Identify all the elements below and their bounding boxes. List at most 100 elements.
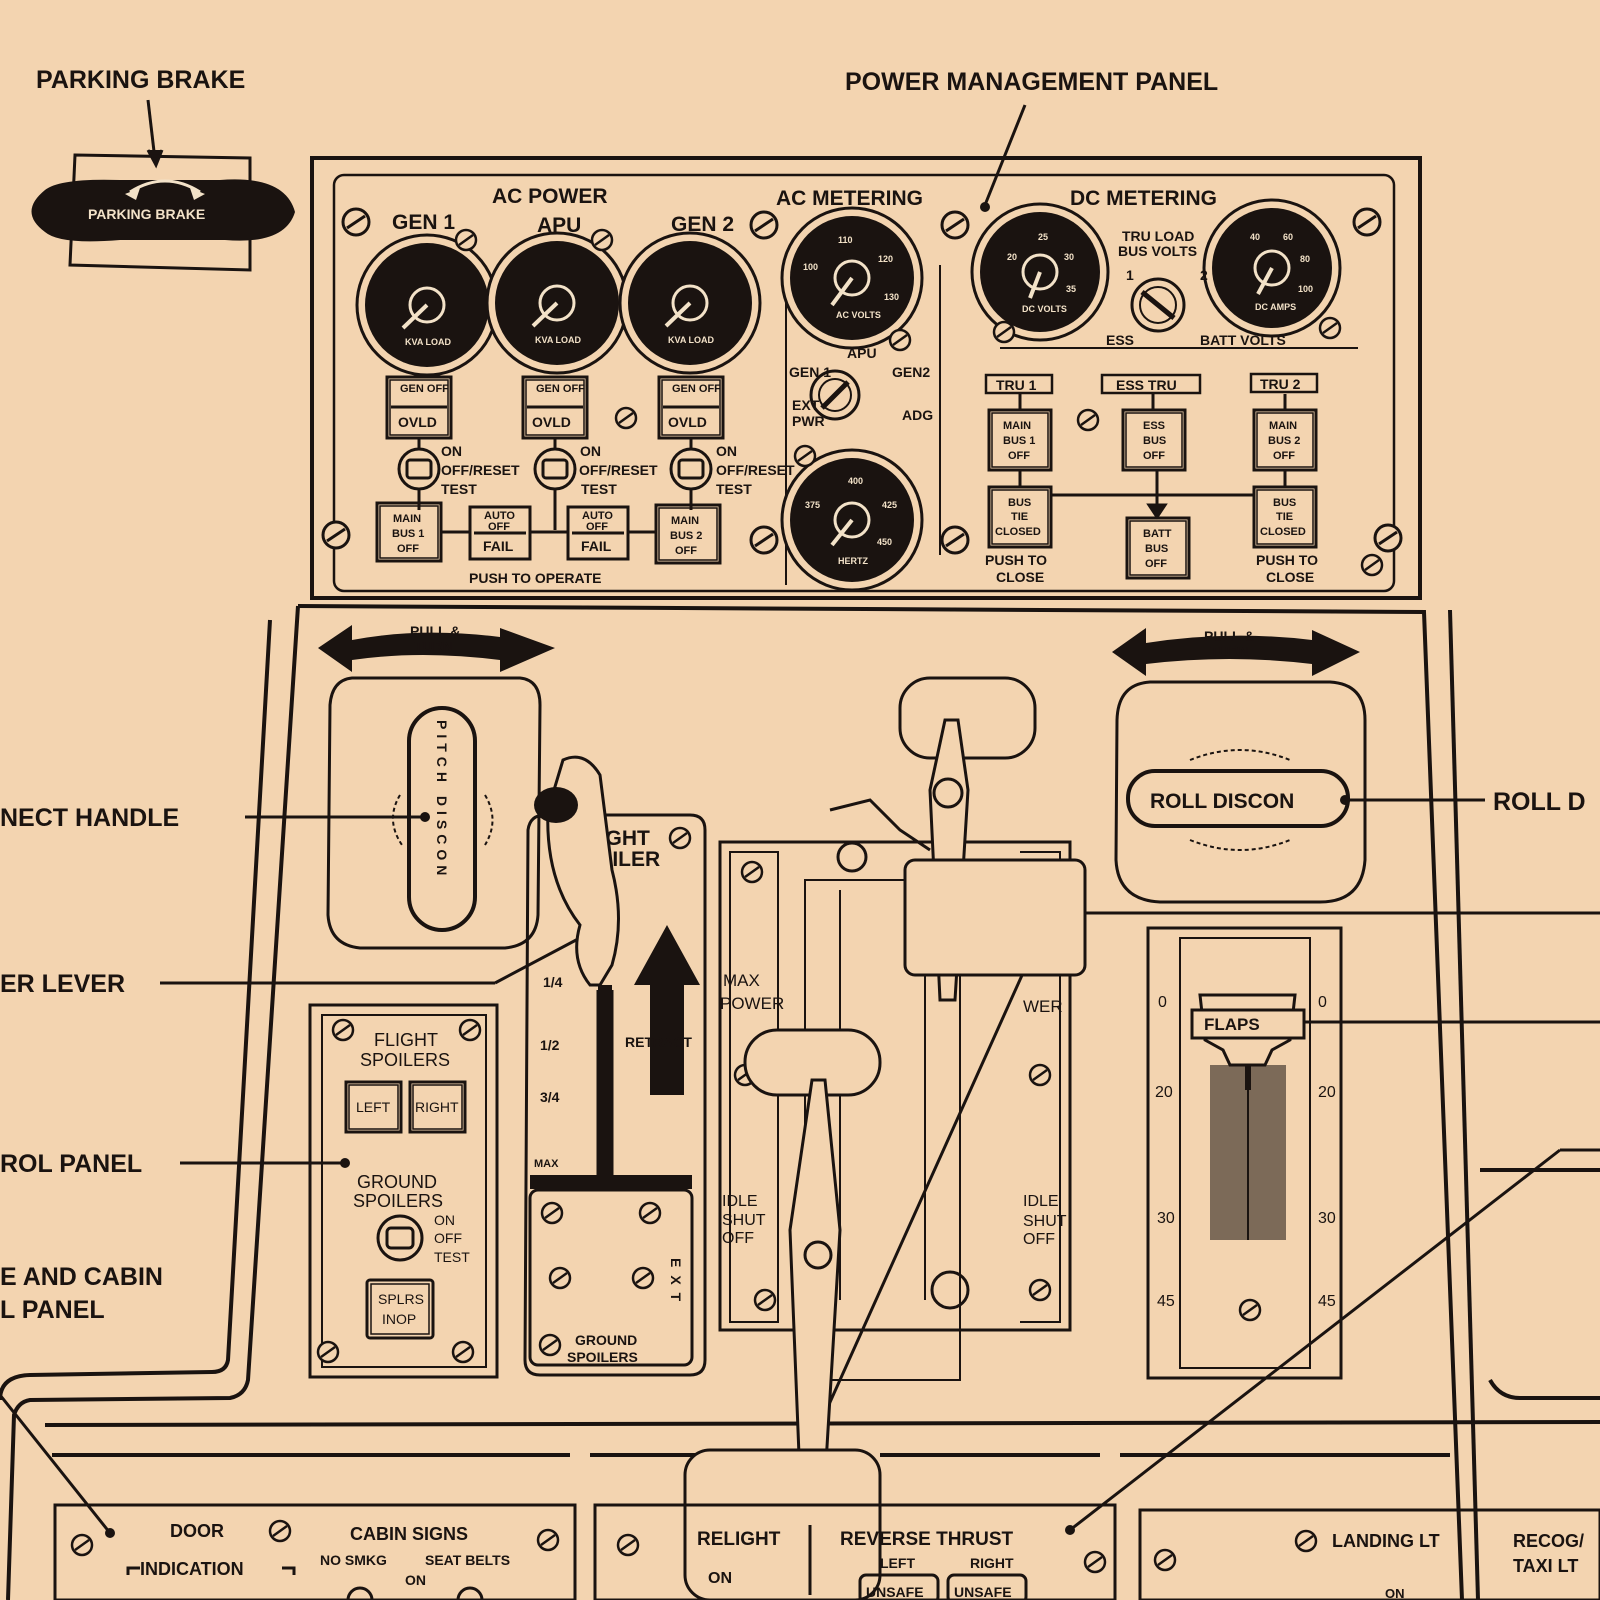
gen2-gauge-unit: KVA LOAD (668, 335, 714, 345)
ac-metering-selector[interactable] (809, 369, 861, 421)
ac-volts-tick-110: 110 (838, 235, 853, 245)
pull-turn-right-1: PULL & (1204, 628, 1254, 644)
apu-switch-off-reset: OFF/RESET (579, 462, 658, 478)
flap-scale-l-0: 0 (1158, 994, 1167, 1011)
main-bus2-off-dc-button[interactable] (1252, 408, 1318, 472)
main-bus2-off-button[interactable] (654, 503, 722, 565)
ac-selector-adg: ADG (902, 407, 933, 423)
ground-spoilers-switch[interactable] (376, 1214, 424, 1262)
shut-left: SHUT (722, 1212, 766, 1229)
flap-scale-l-45: 45 (1157, 1293, 1175, 1310)
ess-bus-off-button[interactable] (1121, 408, 1187, 472)
batt-bus-mid: BUS (1145, 543, 1168, 555)
main-bus1-off-button[interactable] (375, 501, 443, 563)
spoiler-pos-max: MAX (534, 1158, 559, 1170)
gen2-name: GEN 2 (671, 213, 734, 236)
hertz-tick-375: 375 (805, 500, 820, 510)
gen2-switch[interactable] (669, 438, 713, 510)
gen1-switch-test: TEST (441, 481, 477, 497)
main-bus2-off-top: MAIN (671, 515, 699, 527)
panel-screw (1028, 1278, 1052, 1302)
hertz-tick-400: 400 (848, 476, 863, 486)
ground-spoilers-on: ON (434, 1212, 455, 1228)
ac-selector-ext: EXT (792, 397, 820, 413)
dc-selector-1: 1 (1126, 267, 1134, 283)
off-right: OFF (1023, 1231, 1055, 1248)
spl-panel-ground-2: SPOILERS (353, 1191, 443, 1211)
flight-spoiler-right-button[interactable] (408, 1080, 467, 1134)
dc-selector-title-1: TRU LOAD (1122, 228, 1194, 244)
dc-amps-gauge (1202, 198, 1342, 340)
callout-door-cabin-panel-2: L PANEL (0, 1296, 105, 1324)
parking-brake-handle[interactable] (31, 153, 296, 272)
ac-selector-gen2: GEN2 (892, 364, 930, 380)
auto-off-fail-button-1[interactable] (468, 505, 532, 561)
idle-left: IDLE (722, 1193, 758, 1210)
dc-metering-selector[interactable] (1130, 277, 1186, 333)
apu-ovld-label: OVLD (532, 414, 571, 430)
apu-switch-on: ON (580, 443, 601, 459)
panel-screw (631, 1266, 655, 1290)
reverse-unsafe-right: UNSAFE (954, 1584, 1012, 1600)
auto-off-fail-2-mid: OFF (586, 521, 608, 533)
dc-main-bus2-bot: OFF (1273, 450, 1295, 462)
taxi-lt-label: TAXI LT (1513, 1556, 1578, 1576)
main-bus1-off-mid: BUS 1 (392, 528, 424, 540)
left-throttle-lever[interactable] (683, 1028, 882, 1600)
flight-spoiler-left-button[interactable] (344, 1080, 403, 1134)
dc-volts-unit: DC VOLTS (1022, 304, 1067, 314)
dc-main-bus2-mid: BUS 2 (1268, 435, 1300, 447)
gen2-ovld-label: OVLD (668, 414, 707, 430)
dc-amps-tick-40: 40 (1250, 232, 1260, 242)
spoiler-pos-1-4: 1/4 (543, 974, 563, 990)
ac-volts-gauge (780, 206, 924, 352)
batt-bus-off-button[interactable] (1125, 516, 1191, 580)
ac-power-title: AC POWER (492, 185, 608, 208)
flight-spoiler-right-label: RIGHT (415, 1099, 459, 1115)
right-throttle-lever[interactable] (836, 676, 1087, 1310)
dc-volts-tick-30: 30 (1064, 252, 1074, 262)
panel-screw (548, 1266, 572, 1290)
bus-tie-2-bot: CLOSED (1260, 526, 1306, 538)
reverse-left: LEFT (880, 1555, 915, 1571)
tru-wiring (1018, 394, 1287, 520)
gen2-switch-on: ON (716, 443, 737, 459)
flap-scale-l-30: 30 (1157, 1210, 1175, 1227)
panel-screw (1294, 1529, 1318, 1553)
push-to-close-1b: CLOSE (996, 569, 1044, 585)
spoiler-lever[interactable] (530, 755, 692, 1189)
ac-volts-tick-130: 130 (884, 292, 899, 302)
panel-screw (1238, 1298, 1262, 1322)
reverse-unsafe-left: UNSAFE (866, 1584, 924, 1600)
hertz-tick-450: 450 (877, 537, 892, 547)
gen2-gen-off-label: GEN OFF (672, 383, 721, 395)
auto-off-fail-button-2[interactable] (566, 505, 630, 561)
ground-spoilers-off: OFF (434, 1230, 462, 1246)
panel-screw (321, 520, 351, 550)
recog-label: RECOG/ (1513, 1531, 1584, 1551)
main-bus1-off-dc-button[interactable] (987, 408, 1053, 472)
gen1-switch[interactable] (397, 438, 441, 510)
flap-handle[interactable] (1190, 993, 1306, 1090)
dc-metering-title: DC METERING (1070, 187, 1217, 210)
flap-scale-r-45: 45 (1318, 1293, 1336, 1310)
gen2-switch-off-reset: OFF/RESET (716, 462, 795, 478)
pitch-discon-handle[interactable] (326, 676, 542, 950)
apu-gauge-unit: KVA LOAD (535, 335, 581, 345)
dc-main-bus1-bot: OFF (1008, 450, 1030, 462)
off-left: OFF (722, 1230, 754, 1247)
cabin-sign-switches[interactable] (346, 1586, 484, 1600)
ess-bus-mid: BUS (1143, 435, 1166, 447)
roll-discon-handle[interactable] (1114, 680, 1367, 904)
bus-tie-closed-button-2[interactable] (1252, 485, 1318, 549)
panel-screw (749, 210, 779, 240)
auto-off-fail-1-mid: OFF (488, 521, 510, 533)
panel-screw (331, 1018, 355, 1042)
dc-main-bus2-top: MAIN (1269, 420, 1297, 432)
splrs-inop-button[interactable] (365, 1278, 435, 1340)
bus-tie-closed-button-1[interactable] (987, 485, 1053, 549)
roll-discon-label: ROLL DISCON (1150, 790, 1294, 813)
dc-selector-title-2: BUS VOLTS (1118, 243, 1197, 259)
ac-volts-tick-100: 100 (803, 262, 818, 272)
apu-switch[interactable] (533, 438, 577, 530)
